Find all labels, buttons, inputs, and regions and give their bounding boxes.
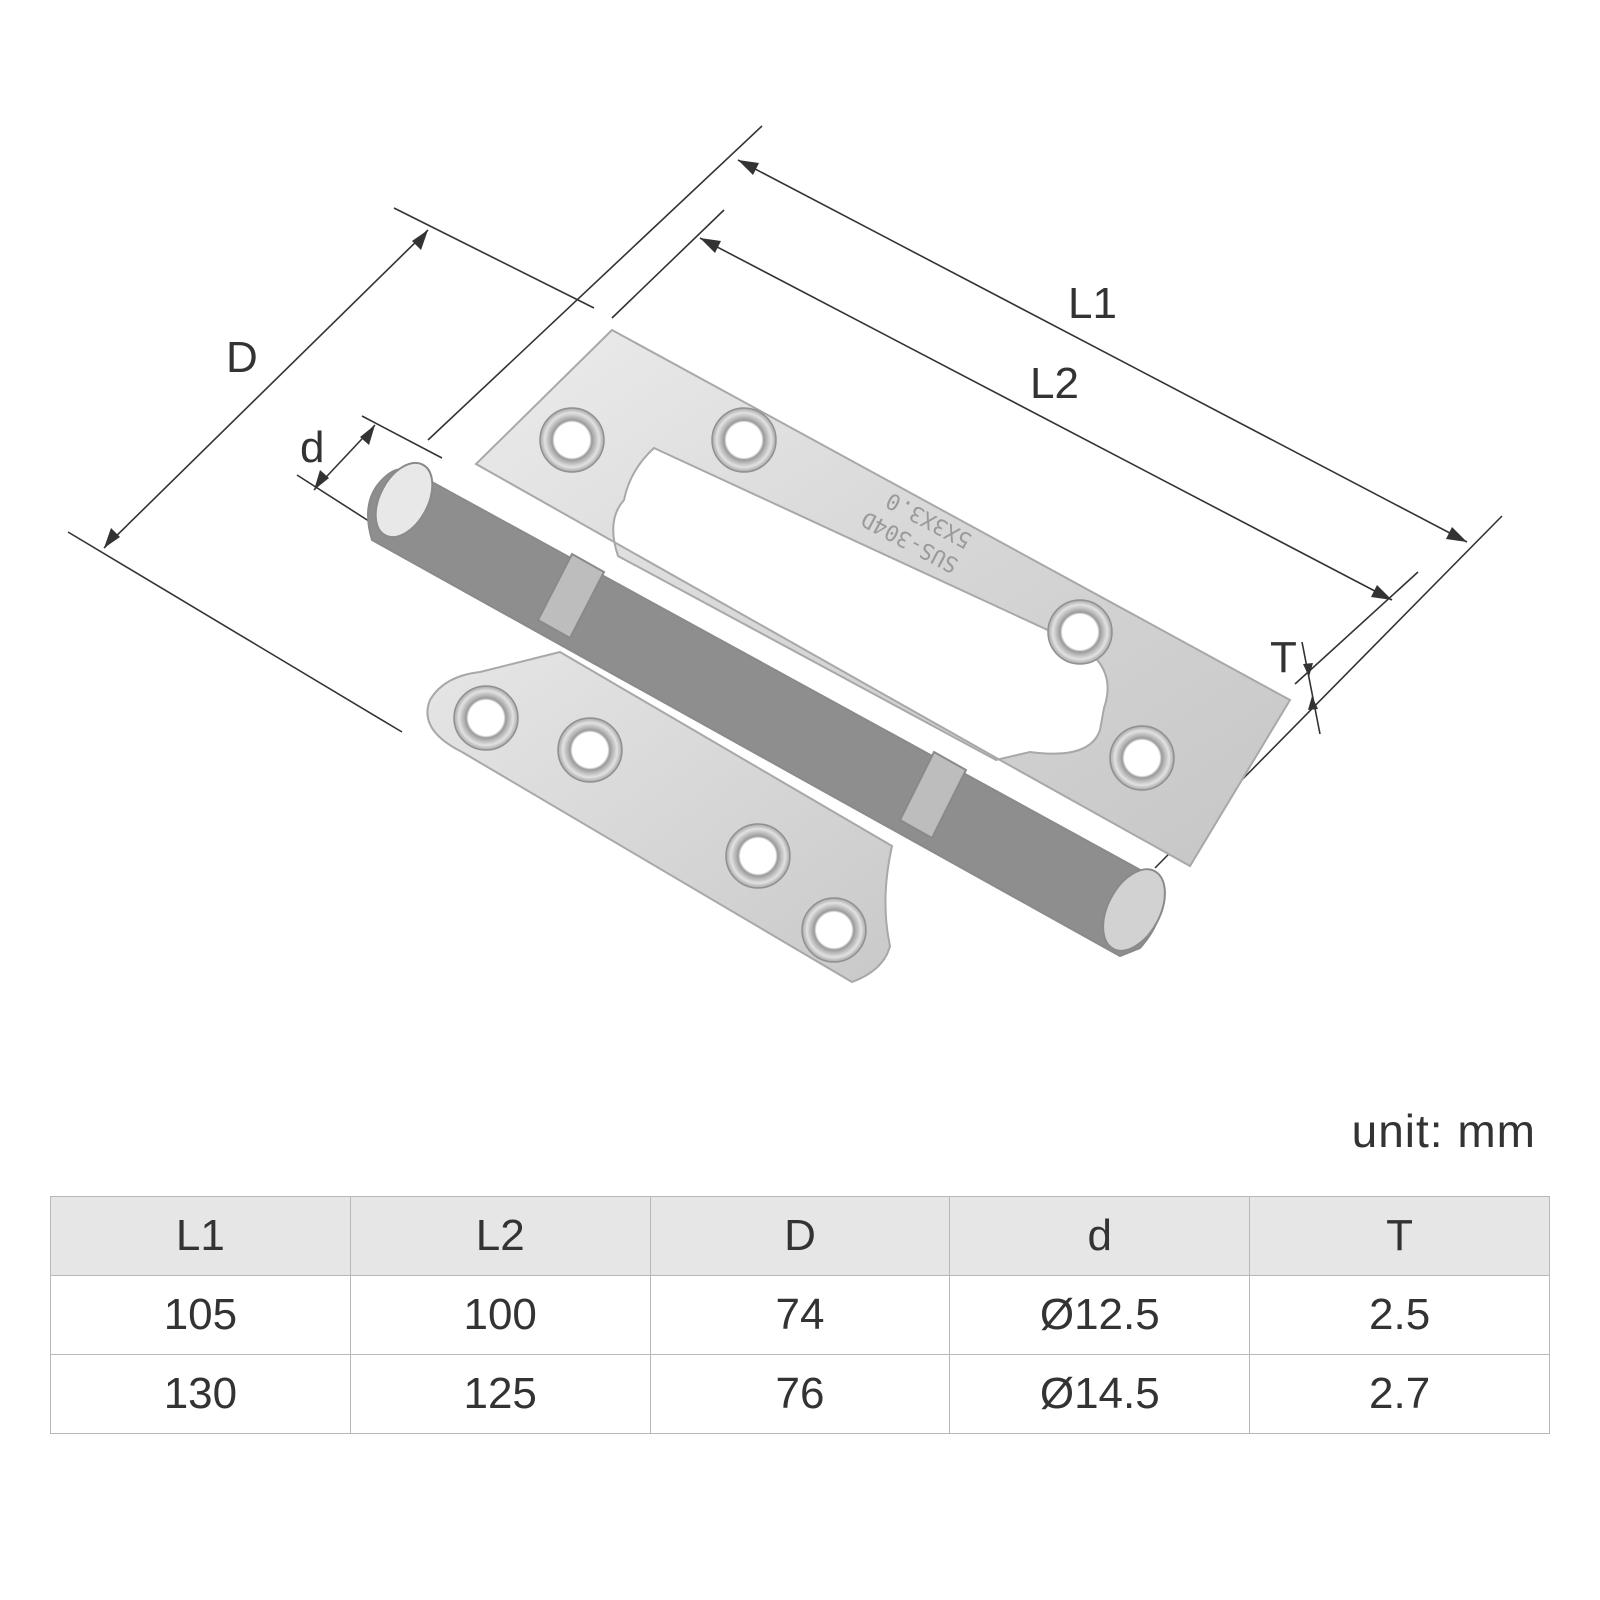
table-cell: 76 bbox=[649, 1354, 951, 1434]
screw-hole-icon bbox=[801, 897, 867, 963]
header-l2: L2 bbox=[349, 1196, 651, 1276]
spec-table: L1 L2 D d T 105 100 74 Ø12.5 2.5 130 125… bbox=[50, 1196, 1550, 1434]
table-cell: Ø12.5 bbox=[949, 1275, 1251, 1355]
hinge-leaf-bottom bbox=[426, 650, 894, 984]
screw-hole-icon bbox=[539, 407, 605, 473]
label-d-inner: d bbox=[300, 423, 324, 472]
unit-label: unit: mm bbox=[1351, 1105, 1536, 1157]
table-cell: 125 bbox=[349, 1354, 651, 1434]
table-cell: 74 bbox=[649, 1275, 951, 1355]
hinge-dimension-diagram: L1 L2 D d T SU bbox=[67, 125, 1503, 984]
screw-holes bbox=[453, 407, 1175, 963]
header-d-inner: d bbox=[949, 1196, 1251, 1276]
screw-hole-icon bbox=[711, 407, 777, 473]
label-t: T bbox=[1270, 633, 1297, 682]
screw-hole-icon bbox=[453, 685, 519, 751]
label-d-outer: D bbox=[226, 333, 258, 382]
header-t: T bbox=[1249, 1196, 1550, 1276]
screw-hole-icon bbox=[1109, 725, 1175, 791]
screw-hole-icon bbox=[557, 717, 623, 783]
hinge-illustration: SUS-304D 5X3X3.0 bbox=[367, 328, 1292, 984]
hinge-leaf-top bbox=[474, 328, 1292, 868]
header-l1: L1 bbox=[50, 1196, 351, 1276]
screw-hole-icon bbox=[725, 823, 791, 889]
header-d-outer: D bbox=[649, 1196, 951, 1276]
table-cell: Ø14.5 bbox=[949, 1354, 1251, 1434]
table-cell: 2.7 bbox=[1249, 1354, 1550, 1434]
table-cell: 130 bbox=[50, 1354, 351, 1434]
table-row: 105 100 74 Ø12.5 2.5 bbox=[50, 1275, 1550, 1355]
table-cell: 2.5 bbox=[1249, 1275, 1550, 1355]
table-cell: 105 bbox=[50, 1275, 351, 1355]
screw-hole-icon bbox=[1047, 599, 1113, 665]
hinge-barrel bbox=[367, 461, 1166, 958]
table-cell: 100 bbox=[349, 1275, 651, 1355]
table-row: 130 125 76 Ø14.5 2.7 bbox=[50, 1354, 1550, 1434]
table-header-row: L1 L2 D d T bbox=[50, 1196, 1550, 1276]
dimension-arrowheads bbox=[104, 160, 1467, 710]
label-l1: L1 bbox=[1068, 279, 1117, 328]
label-l2: L2 bbox=[1030, 359, 1079, 408]
